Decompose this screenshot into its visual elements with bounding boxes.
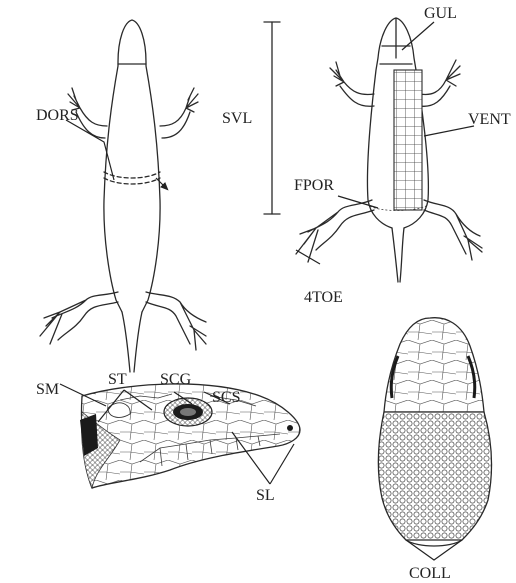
ventral-view-lizard <box>296 18 482 282</box>
head-lateral-view <box>60 384 300 488</box>
label-st: ST <box>108 371 127 388</box>
label-sm: SM <box>36 381 59 398</box>
head-ventral-view <box>378 318 491 560</box>
label-4toe: 4TOE <box>304 289 343 306</box>
label-gul: GUL <box>424 5 457 22</box>
label-vent: VENT <box>468 111 511 128</box>
dorsal-view-lizard <box>40 20 206 372</box>
label-scg: SCG <box>160 371 192 388</box>
label-svl: SVL <box>222 110 252 127</box>
label-fpor: FPOR <box>294 177 334 194</box>
label-scs: SCS <box>212 389 240 406</box>
label-coll: COLL <box>409 565 451 582</box>
svl-scale-bar <box>264 22 280 214</box>
label-dors: DORS <box>36 107 79 124</box>
label-sl: SL <box>256 487 275 504</box>
